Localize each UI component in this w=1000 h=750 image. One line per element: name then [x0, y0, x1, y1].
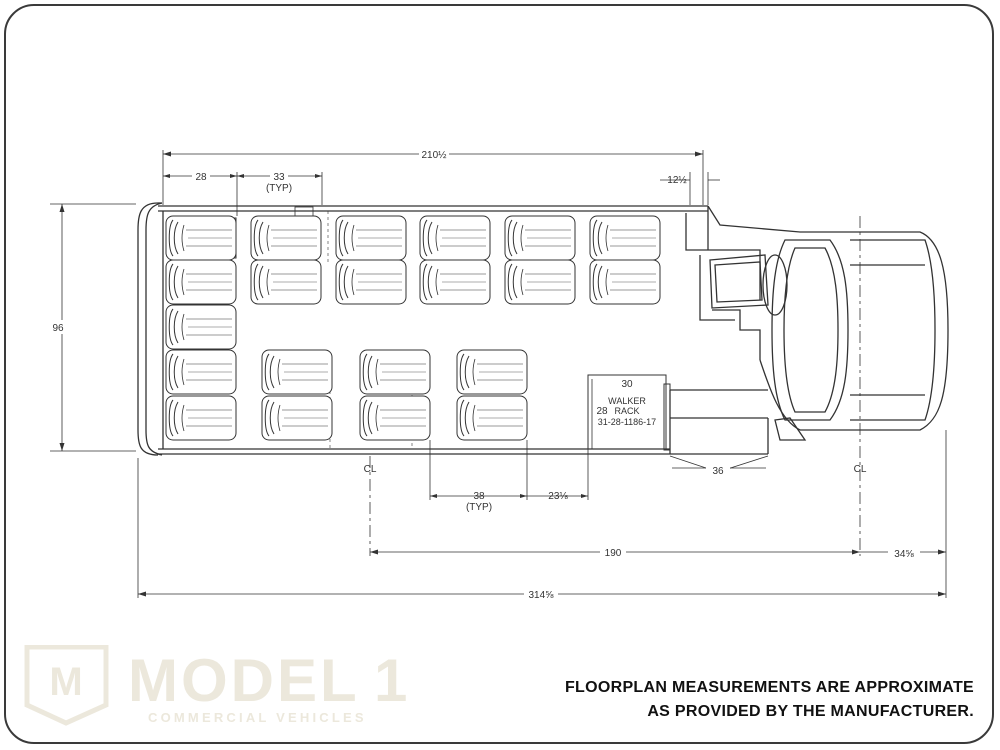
disclaimer-line-2: AS PROVIDED BY THE MANUFACTURER.: [647, 703, 974, 720]
dim-aisle-seat-pitch-note: (TYP): [466, 502, 492, 513]
seat: [261, 395, 333, 441]
watermark-brand-numeral: 1: [374, 647, 407, 714]
disclaimer-line-1: FLOORPLAN MEASUREMENTS ARE APPROXIMATE: [564, 679, 974, 696]
seat: [359, 395, 431, 441]
seat: [165, 395, 237, 441]
disclaimer: FLOORPLAN MEASUREMENTS ARE APPROXIMATE A…: [565, 676, 974, 724]
seat: [504, 259, 576, 305]
seat: [261, 349, 333, 395]
walker-rack: 30 WALKER 28 RACK 31-28-1186-17: [596, 379, 656, 427]
watermark-tagline: COMMERCIAL VEHICLES: [148, 710, 367, 725]
dim-front-overhang: 34⅝: [894, 549, 914, 560]
dim-width: 96: [52, 323, 64, 334]
seat: [456, 395, 528, 441]
seat: [165, 304, 237, 350]
seat: [335, 215, 407, 261]
seat: [165, 215, 237, 261]
dim-first-row: 28: [195, 172, 207, 183]
seat: [250, 259, 322, 305]
walker-rack-label-2: RACK: [614, 406, 639, 416]
dim-door-width: 36: [712, 466, 724, 477]
centerline-rear: CL: [364, 464, 377, 475]
dim-overall-interior: 210½: [421, 150, 447, 161]
seat: [165, 259, 237, 305]
seat: [335, 259, 407, 305]
dim-seat-pitch: 33: [273, 172, 285, 183]
dimension-labels: 210½ 28 33 (TYP) 12½ 96 38 (TYP) 23⅛ 190…: [50, 146, 920, 601]
walker-rack-width: 30: [621, 379, 633, 390]
seat: [165, 349, 237, 395]
walker-rack-part-number: 31-28-1186-17: [598, 417, 656, 427]
seat: [250, 215, 322, 261]
dim-overall-length: 314⅝: [528, 590, 554, 601]
seat: [419, 259, 491, 305]
seat: [589, 259, 661, 305]
centerline-front: CL: [854, 464, 867, 475]
walker-rack-depth: 28: [596, 406, 608, 417]
dim-seat-pitch-note: (TYP): [266, 183, 292, 194]
walker-rack-label-1: WALKER: [608, 396, 646, 406]
dim-cab-offset: 12½: [667, 175, 687, 186]
seat: [419, 215, 491, 261]
seat: [504, 215, 576, 261]
seat: [589, 215, 661, 261]
seat: [456, 349, 528, 395]
dim-aisle-seat-pitch: 38: [473, 491, 485, 502]
seat: [359, 349, 431, 395]
dimension-arrows: [59, 151, 946, 597]
model1-watermark-logo: M MODEL 1 COMMERCIAL VEHICLES: [24, 645, 407, 726]
dim-rear-seat-to-rack: 23⅛: [548, 491, 568, 502]
watermark-emblem-letter: M: [49, 660, 82, 704]
watermark-brand: MODEL: [128, 647, 360, 714]
seating-layout: [165, 215, 661, 441]
dim-axle-to-axle: 190: [605, 548, 622, 559]
